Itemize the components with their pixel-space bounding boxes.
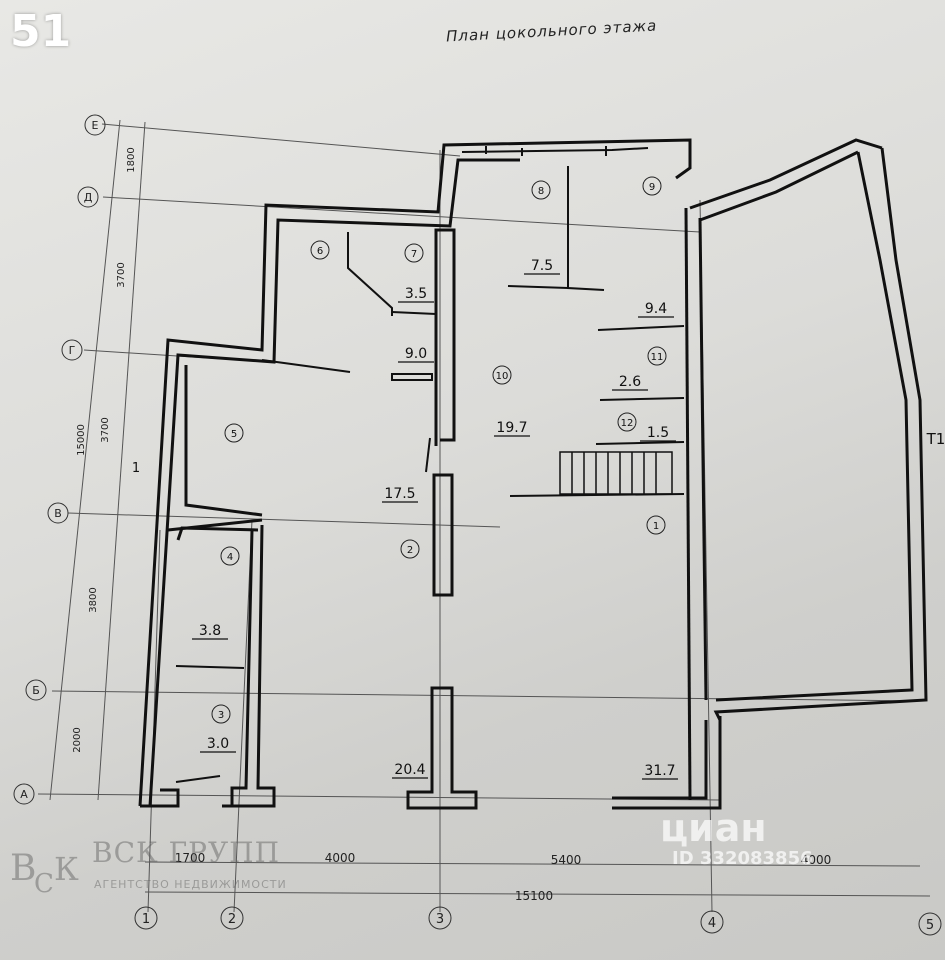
section-mark-left: 1 xyxy=(132,461,140,476)
room-number-label: 7 xyxy=(411,249,417,260)
svg-text:К: К xyxy=(54,850,79,888)
room-number-label: 5 xyxy=(231,429,237,440)
room-area-label: 3.5 xyxy=(405,286,427,302)
dimension-vertical: 15000 xyxy=(76,424,87,456)
listing-id-watermark: ID 332083856 xyxy=(672,848,813,869)
axis-number-label: 4 xyxy=(708,916,716,931)
axis-number-label: 5 xyxy=(926,918,934,933)
room-number-label: 4 xyxy=(227,552,233,563)
agency-subtitle-watermark: АГЕНТСТВО НЕДВИЖИМОСТИ xyxy=(94,878,287,891)
dimension-horizontal: 1700 xyxy=(175,851,206,865)
dimension-horizontal: 4000 xyxy=(801,853,832,867)
room-area-label: 1.5 xyxy=(647,425,669,441)
dimension-vertical: 2000 xyxy=(72,727,83,752)
room-number-label: 12 xyxy=(621,418,634,429)
room-area-label: 17.5 xyxy=(384,486,415,502)
room-number-label: 11 xyxy=(651,352,664,363)
axis-number-label: 1 xyxy=(142,912,150,927)
dimension-horizontal: 15100 xyxy=(515,889,553,903)
axis-bubble-number xyxy=(428,906,452,930)
room-area-label: 19.7 xyxy=(496,420,527,436)
axis-bubble-letter xyxy=(13,783,35,805)
agency-name-watermark: ВСК ГРУПП xyxy=(92,836,281,869)
section-mark-right: Т1 xyxy=(926,430,945,448)
axis-bubble-letter xyxy=(47,502,69,524)
room-area-label: 3.0 xyxy=(207,736,229,752)
dimension-vertical: 3800 xyxy=(88,587,99,612)
page-number: 51 xyxy=(10,6,72,57)
axis-bubble-letter xyxy=(61,339,83,361)
room-number-label: 8 xyxy=(538,186,544,197)
room-area-label: 7.5 xyxy=(531,258,553,274)
room-area-label: 2.6 xyxy=(619,374,641,390)
dimension-vertical: 3700 xyxy=(116,262,127,287)
room-number-circle xyxy=(531,180,551,200)
room-area-label: 20.4 xyxy=(394,762,425,778)
room-number-label: 3 xyxy=(218,710,224,721)
room-number-circle xyxy=(400,539,420,559)
room-number-circle xyxy=(310,240,330,260)
axis-letter-label: А xyxy=(20,788,28,801)
room-number-label: 2 xyxy=(407,545,413,556)
room-number-circle xyxy=(617,412,637,432)
room-number-label: 6 xyxy=(317,246,323,257)
axis-number-label: 2 xyxy=(228,912,236,927)
room-area-label-extra: 9.0 xyxy=(405,346,427,362)
axis-bubble-letter xyxy=(25,679,47,701)
axis-letter-label: В xyxy=(54,507,62,520)
axis-letter-label: Б xyxy=(32,684,40,697)
axis-bubble-number xyxy=(220,906,244,930)
room-number-label: 9 xyxy=(649,182,655,193)
room-number-circle xyxy=(224,423,244,443)
room-number-circle xyxy=(492,365,512,385)
room-number-label: 10 xyxy=(496,371,509,382)
room-number-circle xyxy=(647,346,667,366)
room-number-label: 1 xyxy=(653,521,659,532)
room-number-circle xyxy=(220,546,240,566)
axis-letter-label: Е xyxy=(92,119,99,132)
room-area-label: 9.4 xyxy=(645,301,667,317)
svg-text:С: С xyxy=(34,869,54,896)
dimension-vertical: 1800 xyxy=(126,147,137,172)
agency-logo: В С К xyxy=(10,848,79,896)
dimension-horizontal: 5400 xyxy=(551,853,582,867)
svg-text:В: В xyxy=(10,848,36,889)
axis-bubble-number xyxy=(134,906,158,930)
room-number-circle xyxy=(404,243,424,263)
axis-number-label: 3 xyxy=(436,912,444,927)
room-number-circle xyxy=(642,176,662,196)
axis-letter-label: Д xyxy=(84,191,93,204)
room-area-label: 31.7 xyxy=(644,763,675,779)
axis-bubble-letter xyxy=(77,186,99,208)
room-area-label: 3.8 xyxy=(199,623,221,639)
room-number-circle xyxy=(646,515,666,535)
room-number-circle xyxy=(211,704,231,724)
axis-bubble-number xyxy=(700,910,724,934)
axis-letter-label: Г xyxy=(69,344,76,357)
axis-bubble-letter xyxy=(84,114,106,136)
axis-bubble-number xyxy=(918,912,942,936)
dimension-horizontal: 4000 xyxy=(325,851,356,865)
site-watermark: циан xyxy=(660,806,767,850)
dimension-vertical: 3700 xyxy=(100,417,111,442)
